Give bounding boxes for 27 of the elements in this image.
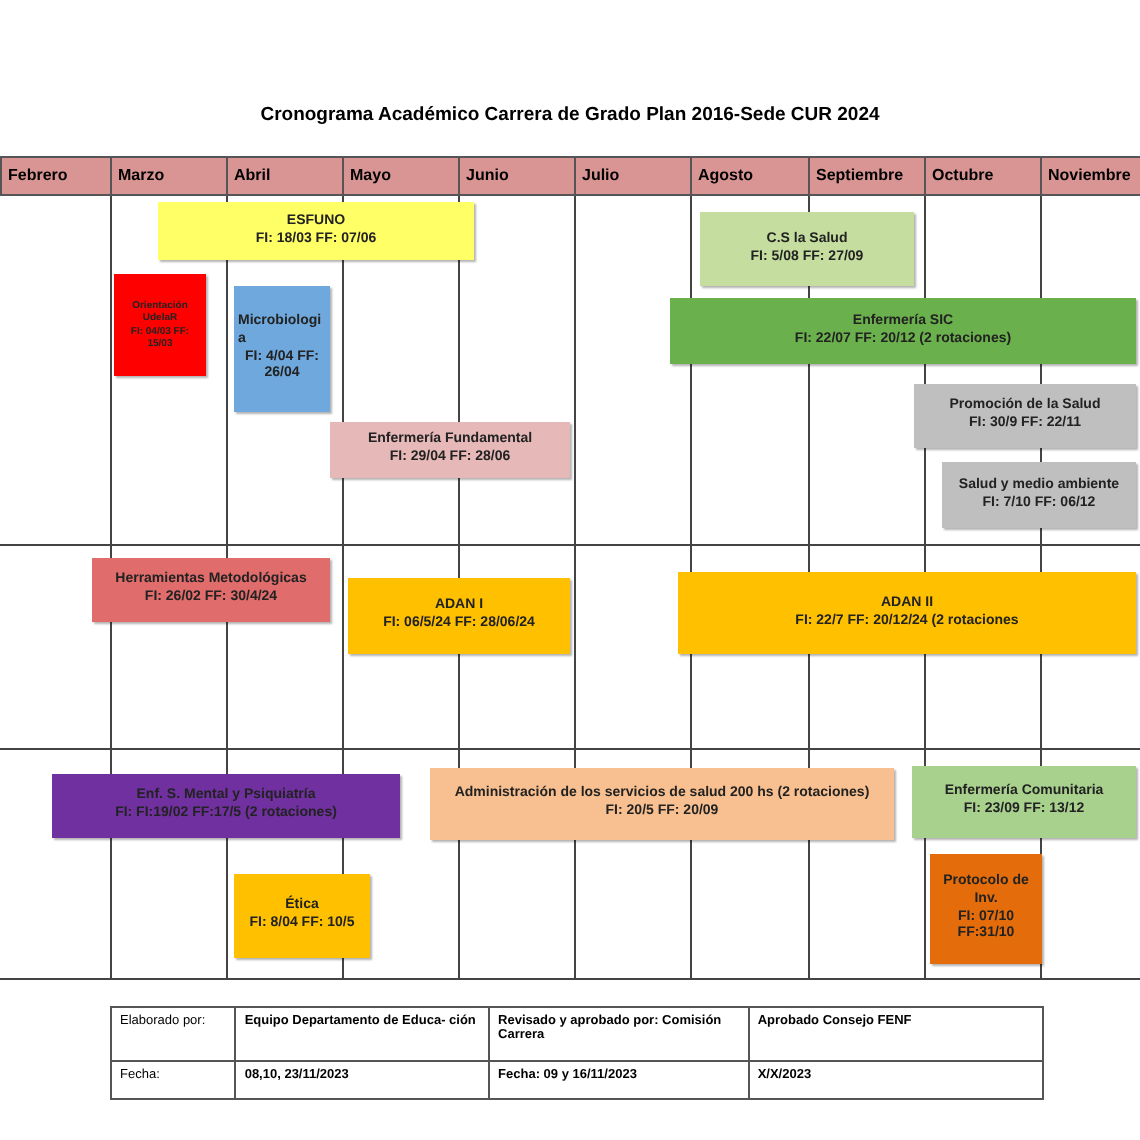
month-header: Agosto <box>690 156 810 196</box>
course-bar <box>330 422 570 478</box>
course-bar <box>914 384 1136 448</box>
month-header: Marzo <box>110 156 228 196</box>
course-bar <box>234 286 330 412</box>
month-header: Abril <box>226 156 344 196</box>
course-bar <box>52 774 400 838</box>
month-header: Septiembre <box>808 156 926 196</box>
course-bar <box>430 768 894 840</box>
course-bar <box>114 274 206 376</box>
course-bar <box>942 462 1136 528</box>
month-header: Febrero <box>0 156 112 196</box>
course-bar <box>92 558 330 622</box>
month-header: Octubre <box>924 156 1042 196</box>
month-header: Junio <box>458 156 576 196</box>
course-bar <box>158 202 474 260</box>
course-bar <box>700 212 914 286</box>
month-header: Noviembre <box>1040 156 1140 196</box>
course-bar <box>678 572 1136 654</box>
course-bar <box>930 854 1042 964</box>
month-header: Julio <box>574 156 692 196</box>
month-header: Mayo <box>342 156 460 196</box>
course-bar <box>234 874 370 958</box>
course-bar <box>348 578 570 654</box>
chart-title: Cronograma Académico Carrera de Grado Plan 2016-Sede CUR 2024 <box>258 104 882 126</box>
course-bar <box>912 766 1136 838</box>
course-bar <box>670 298 1136 364</box>
